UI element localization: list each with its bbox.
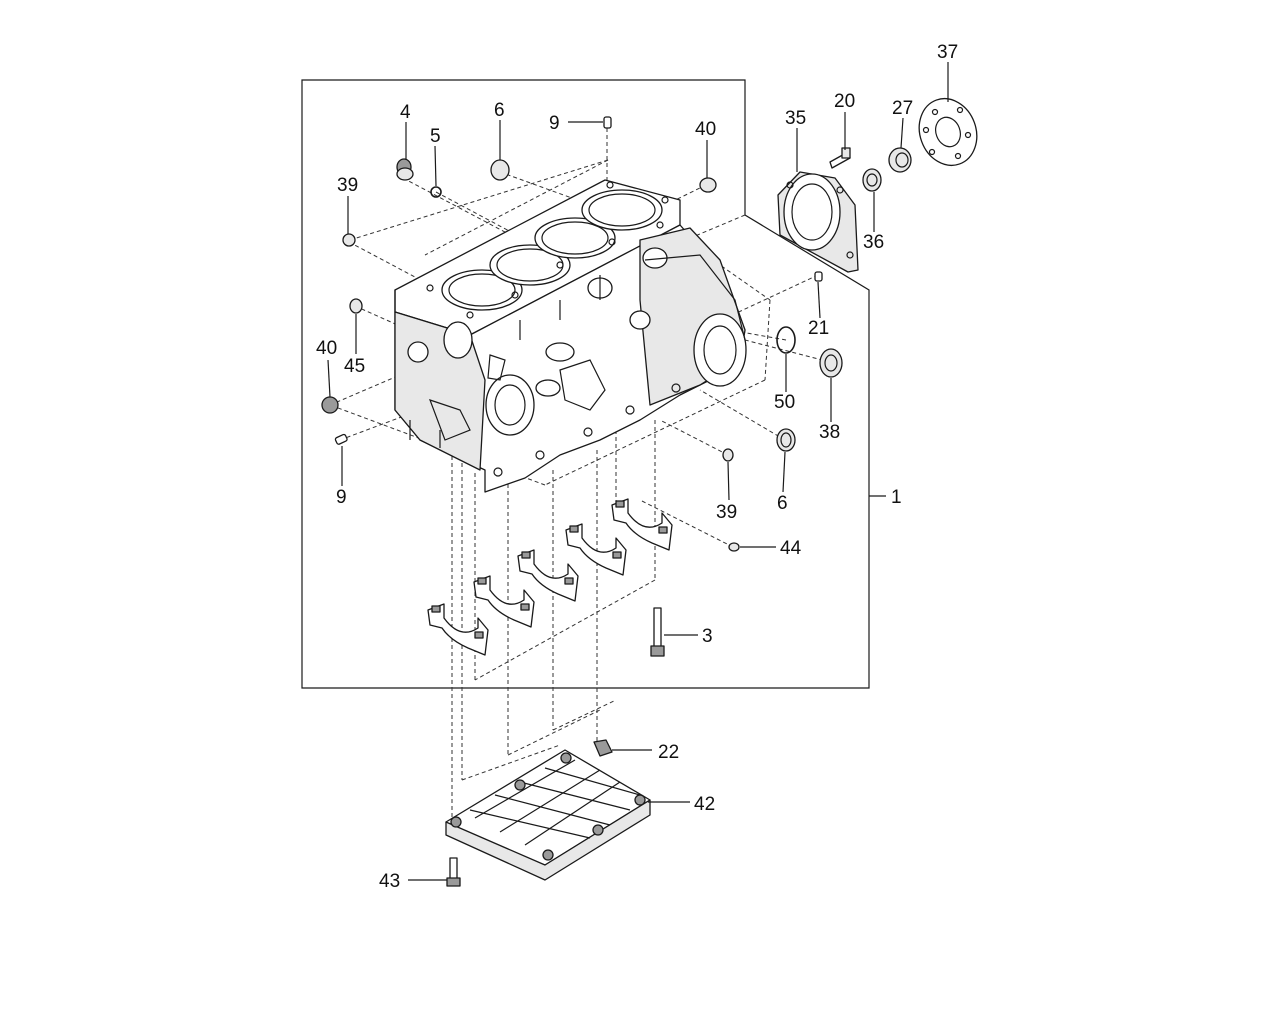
pin-9-left bbox=[334, 433, 348, 445]
bearing-cap bbox=[611, 498, 673, 551]
bolt-20 bbox=[829, 147, 851, 169]
plate-37 bbox=[918, 97, 978, 167]
callout-44: 44 bbox=[780, 538, 802, 559]
callout-50: 50 bbox=[774, 392, 795, 413]
ring-5 bbox=[430, 186, 442, 198]
callout-1: 1 bbox=[891, 487, 902, 508]
pin-9-top bbox=[603, 116, 612, 129]
callout-35: 35 bbox=[785, 108, 806, 129]
assembly-frame bbox=[301, 79, 870, 689]
callout-21: 21 bbox=[808, 318, 829, 339]
plug-40-top bbox=[699, 177, 717, 193]
callout-5: 5 bbox=[430, 126, 441, 147]
sensor-22 bbox=[593, 739, 613, 757]
callout-20: 20 bbox=[834, 91, 855, 112]
callout-38: 38 bbox=[819, 422, 840, 443]
cylinder-block bbox=[394, 179, 747, 493]
bushing-27 bbox=[888, 147, 912, 173]
callout-45: 45 bbox=[344, 356, 365, 377]
plug-39-right bbox=[722, 448, 734, 462]
plug-45 bbox=[349, 298, 363, 314]
callout-37: 37 bbox=[937, 42, 958, 63]
callout-labels: 37 20 27 35 36 4 6 9 40 5 39 21 40 45 50… bbox=[316, 42, 958, 892]
callout-40-top: 40 bbox=[695, 119, 716, 140]
seal-38 bbox=[819, 348, 843, 378]
bolt-43 bbox=[446, 857, 461, 887]
callout-22: 22 bbox=[658, 742, 679, 763]
callout-36: 36 bbox=[863, 232, 884, 253]
cap-6-top bbox=[490, 159, 510, 181]
callout-40-left: 40 bbox=[316, 338, 337, 359]
callout-9-left: 9 bbox=[336, 487, 347, 508]
callout-39-left: 39 bbox=[337, 175, 358, 196]
callout-43: 43 bbox=[379, 871, 400, 892]
callout-3: 3 bbox=[702, 626, 713, 647]
callout-6-top: 6 bbox=[494, 100, 505, 121]
callout-27: 27 bbox=[892, 98, 913, 119]
bearing-cap bbox=[517, 549, 579, 602]
plug-40-left bbox=[321, 396, 339, 414]
bearing-cap bbox=[427, 603, 489, 656]
callout-9-top: 9 bbox=[549, 113, 560, 134]
plug-39-left bbox=[342, 233, 356, 247]
cap-6-right bbox=[776, 428, 796, 452]
projection-lines bbox=[329, 128, 831, 820]
callout-6-right: 6 bbox=[777, 493, 788, 514]
plug-4 bbox=[396, 158, 414, 181]
callout-39-right: 39 bbox=[716, 502, 737, 523]
bearing-caps bbox=[427, 498, 673, 656]
rear-oil-seal-case bbox=[777, 171, 859, 273]
ladder-frame bbox=[445, 749, 651, 881]
bearing-cap bbox=[473, 575, 535, 628]
o-ring-50 bbox=[776, 326, 796, 354]
bolt-3 bbox=[650, 607, 665, 657]
pin-44 bbox=[728, 542, 740, 552]
callout-4: 4 bbox=[400, 102, 411, 123]
callout-42: 42 bbox=[694, 794, 715, 815]
leader-lines bbox=[327, 62, 949, 881]
seal-36 bbox=[862, 168, 882, 192]
bearing-cap bbox=[565, 523, 627, 576]
pin-21 bbox=[814, 271, 823, 282]
